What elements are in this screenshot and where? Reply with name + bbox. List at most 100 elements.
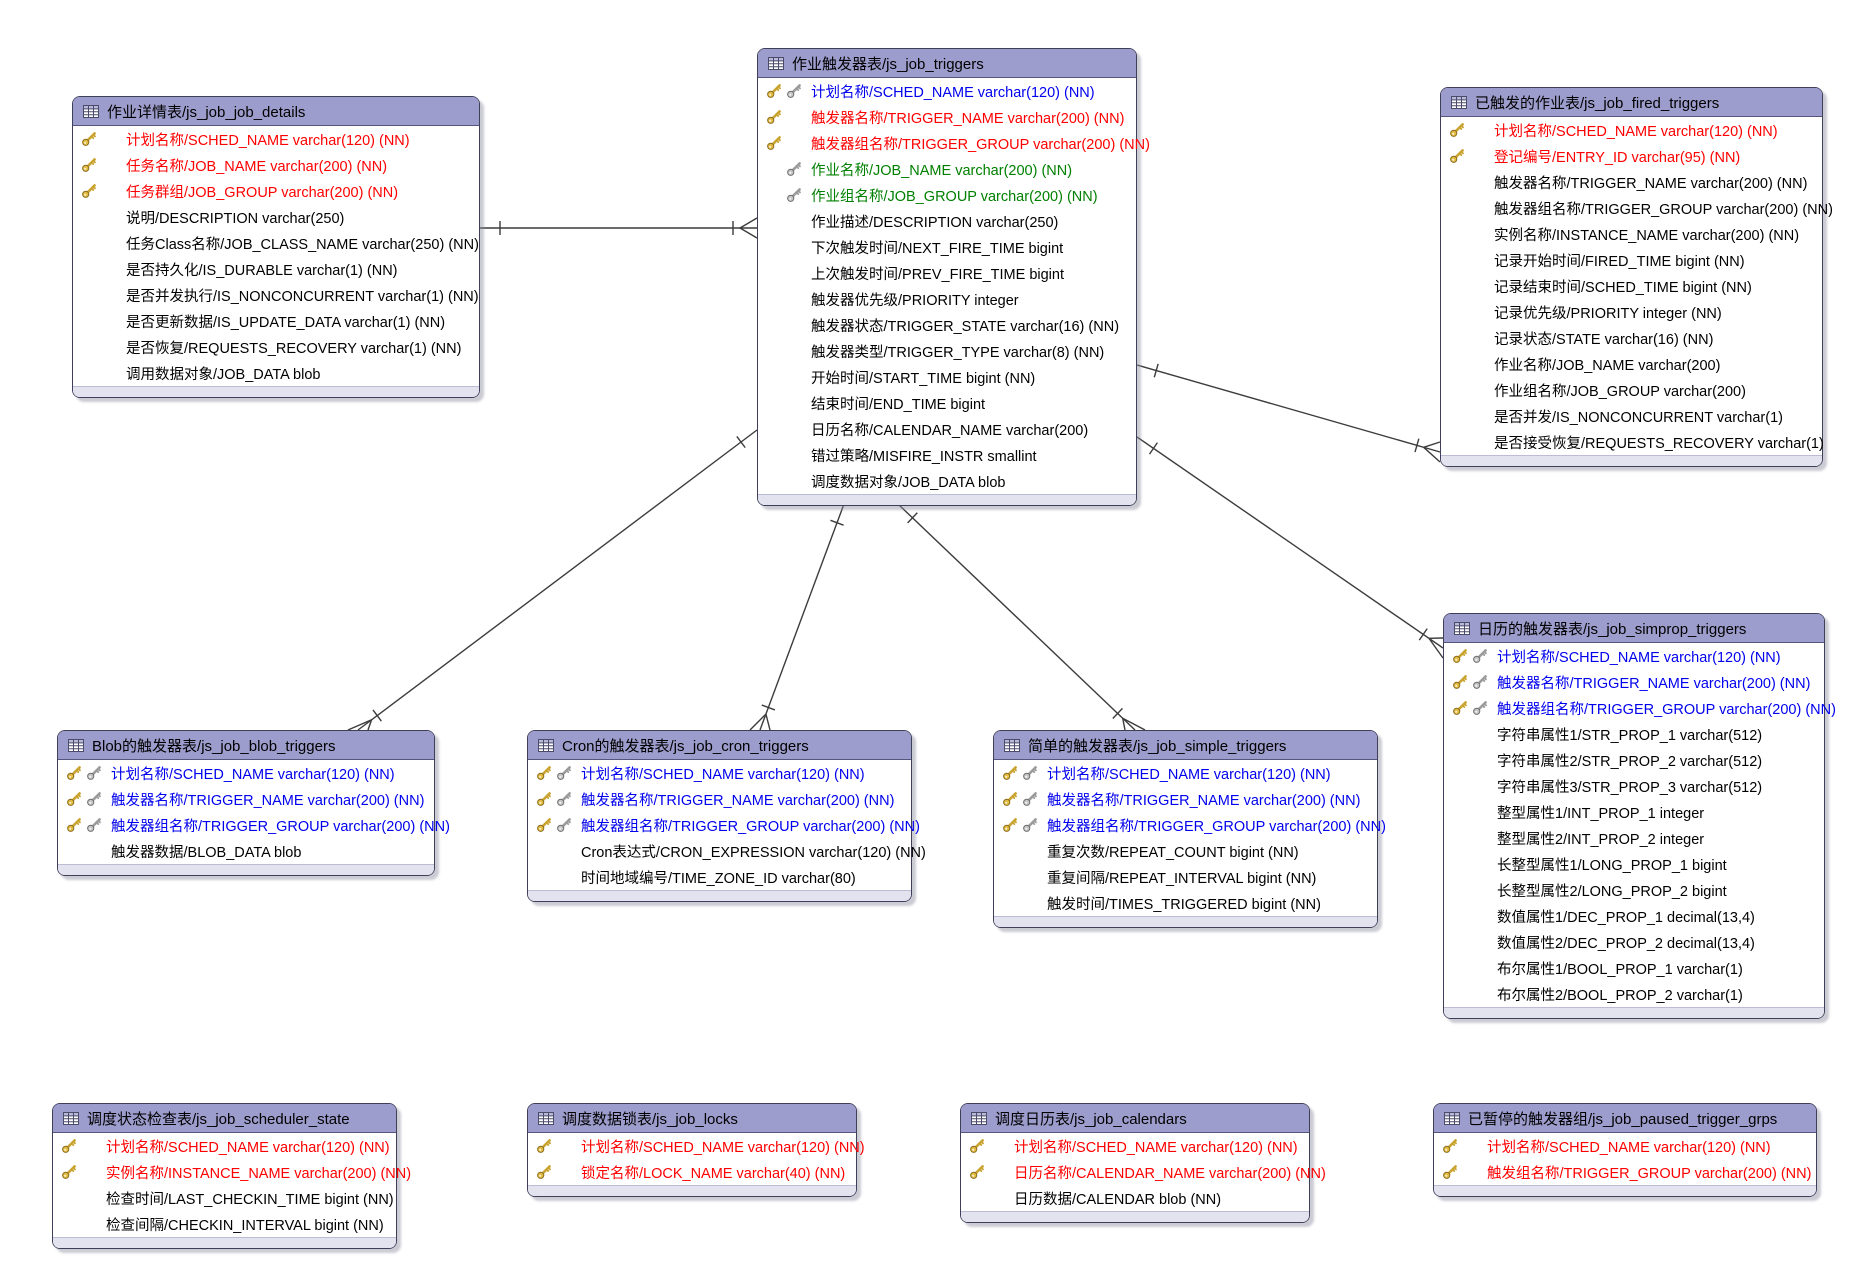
column-row[interactable]: 触发器名称/TRIGGER_NAME varchar(200) (NN) bbox=[1444, 669, 1824, 695]
column-row[interactable]: 触发器组名称/TRIGGER_GROUP varchar(200) (NN) bbox=[1441, 195, 1833, 221]
column-row[interactable]: 是否持久化/IS_DURABLE varchar(1) (NN) bbox=[73, 256, 479, 282]
column-row[interactable]: 上次触发时间/PREV_FIRE_TIME bigint bbox=[758, 260, 1136, 286]
column-row[interactable]: 作业名称/JOB_NAME varchar(200) bbox=[1441, 351, 1822, 377]
column-row[interactable]: 记录结束时间/SCHED_TIME bigint (NN) bbox=[1441, 273, 1822, 299]
column-row[interactable]: 任务名称/JOB_NAME varchar(200) (NN) bbox=[73, 152, 479, 178]
rel-triggers-fired[interactable] bbox=[1136, 363, 1441, 463]
column-row[interactable]: 作业名称/JOB_NAME varchar(200) (NN) bbox=[758, 156, 1136, 182]
table-header[interactable]: 简单的触发器表/js_job_simple_triggers bbox=[994, 731, 1377, 760]
column-row[interactable]: 实例名称/INSTANCE_NAME varchar(200) (NN) bbox=[53, 1159, 411, 1185]
rel-triggers-cron[interactable] bbox=[749, 503, 845, 731]
column-row[interactable]: 调用数据对象/JOB_DATA blob bbox=[73, 360, 479, 386]
column-row[interactable]: 触发组名称/TRIGGER_GROUP varchar(200) (NN) bbox=[1434, 1159, 1816, 1185]
column-row[interactable]: 作业描述/DESCRIPTION varchar(250) bbox=[758, 208, 1136, 234]
table-header[interactable]: 作业触发器表/js_job_triggers bbox=[758, 49, 1136, 78]
column-row[interactable]: 触发器名称/TRIGGER_NAME varchar(200) (NN) bbox=[58, 786, 434, 812]
column-row[interactable]: 触发器状态/TRIGGER_STATE varchar(16) (NN) bbox=[758, 312, 1136, 338]
table-header[interactable]: Cron的触发器表/js_job_cron_triggers bbox=[528, 731, 911, 760]
column-row[interactable]: 是否并发执行/IS_NONCONCURRENT varchar(1) (NN) bbox=[73, 282, 479, 308]
column-row[interactable]: 是否恢复/REQUESTS_RECOVERY varchar(1) (NN) bbox=[73, 334, 479, 360]
column-row[interactable]: 整型属性1/INT_PROP_1 integer bbox=[1444, 799, 1824, 825]
column-row[interactable]: Cron表达式/CRON_EXPRESSION varchar(120) (NN… bbox=[528, 838, 926, 864]
rel-triggers-simple[interactable] bbox=[897, 503, 1146, 731]
column-row[interactable]: 日历数据/CALENDAR blob (NN) bbox=[961, 1185, 1309, 1211]
column-row[interactable]: 触发器名称/TRIGGER_NAME varchar(200) (NN) bbox=[994, 786, 1377, 812]
column-row[interactable]: 说明/DESCRIPTION varchar(250) bbox=[73, 204, 479, 230]
column-row[interactable]: 计划名称/SCHED_NAME varchar(120) (NN) bbox=[73, 126, 479, 152]
column-row[interactable]: 触发器数据/BLOB_DATA blob bbox=[58, 838, 434, 864]
column-row[interactable]: 计划名称/SCHED_NAME varchar(120) (NN) bbox=[58, 760, 434, 786]
column-row[interactable]: 布尔属性2/BOOL_PROP_2 varchar(1) bbox=[1444, 981, 1824, 1007]
column-row[interactable]: 结束时间/END_TIME bigint bbox=[758, 390, 1136, 416]
column-row[interactable]: 触发器组名称/TRIGGER_GROUP varchar(200) (NN) bbox=[58, 812, 450, 838]
rel-triggers-simprop[interactable] bbox=[1136, 436, 1444, 659]
column-row[interactable]: 记录状态/STATE varchar(16) (NN) bbox=[1441, 325, 1822, 351]
column-row[interactable]: 作业组名称/JOB_GROUP varchar(200) bbox=[1441, 377, 1822, 403]
column-row[interactable]: 开始时间/START_TIME bigint (NN) bbox=[758, 364, 1136, 390]
column-row[interactable]: 检查间隔/CHECKIN_INTERVAL bigint (NN) bbox=[53, 1211, 396, 1237]
column-row[interactable]: 计划名称/SCHED_NAME varchar(120) (NN) bbox=[1441, 117, 1822, 143]
table-header[interactable]: 已暂停的触发器组/js_job_paused_trigger_grps bbox=[1434, 1104, 1816, 1133]
column-row[interactable]: 实例名称/INSTANCE_NAME varchar(200) (NN) bbox=[1441, 221, 1822, 247]
column-row[interactable]: 触发时间/TIMES_TRIGGERED bigint (NN) bbox=[994, 890, 1377, 916]
column-row[interactable]: 计划名称/SCHED_NAME varchar(120) (NN) bbox=[528, 760, 911, 786]
column-row[interactable]: 重复次数/REPEAT_COUNT bigint (NN) bbox=[994, 838, 1377, 864]
column-row[interactable]: 布尔属性1/BOOL_PROP_1 varchar(1) bbox=[1444, 955, 1824, 981]
column-row[interactable]: 触发器组名称/TRIGGER_GROUP varchar(200) (NN) bbox=[758, 130, 1150, 156]
rel-triggers-blob[interactable] bbox=[347, 429, 758, 731]
column-row[interactable]: 错过策略/MISFIRE_INSTR smallint bbox=[758, 442, 1136, 468]
table-header[interactable]: 调度日历表/js_job_calendars bbox=[961, 1104, 1309, 1133]
column-row[interactable]: 计划名称/SCHED_NAME varchar(120) (NN) bbox=[994, 760, 1377, 786]
column-row[interactable]: 登记编号/ENTRY_ID varchar(95) (NN) bbox=[1441, 143, 1822, 169]
column-row[interactable]: 触发器优先级/PRIORITY integer bbox=[758, 286, 1136, 312]
column-row[interactable]: 重复间隔/REPEAT_INTERVAL bigint (NN) bbox=[994, 864, 1377, 890]
column-row[interactable]: 任务Class名称/JOB_CLASS_NAME varchar(250) (N… bbox=[73, 230, 479, 256]
column-row[interactable]: 计划名称/SCHED_NAME varchar(120) (NN) bbox=[1434, 1133, 1816, 1159]
column-row[interactable]: 计划名称/SCHED_NAME varchar(120) (NN) bbox=[961, 1133, 1309, 1159]
column-row[interactable]: 触发器组名称/TRIGGER_GROUP varchar(200) (NN) bbox=[528, 812, 920, 838]
column-row[interactable]: 计划名称/SCHED_NAME varchar(120) (NN) bbox=[53, 1133, 396, 1159]
column-row[interactable]: 锁定名称/LOCK_NAME varchar(40) (NN) bbox=[528, 1159, 856, 1185]
column-row[interactable]: 任务群组/JOB_GROUP varchar(200) (NN) bbox=[73, 178, 479, 204]
column-row[interactable]: 作业组名称/JOB_GROUP varchar(200) (NN) bbox=[758, 182, 1136, 208]
column-row[interactable]: 下次触发时间/NEXT_FIRE_TIME bigint bbox=[758, 234, 1136, 260]
table-header[interactable]: Blob的触发器表/js_job_blob_triggers bbox=[58, 731, 434, 760]
column-row[interactable]: 时间地域编号/TIME_ZONE_ID varchar(80) bbox=[528, 864, 911, 890]
column-row[interactable]: 触发器组名称/TRIGGER_GROUP varchar(200) (NN) bbox=[1444, 695, 1836, 721]
table-header[interactable]: 日历的触发器表/js_job_simprop_triggers bbox=[1444, 614, 1824, 643]
rel-job-details-triggers[interactable] bbox=[480, 217, 758, 239]
column-row[interactable]: 整型属性2/INT_PROP_2 integer bbox=[1444, 825, 1824, 851]
column-row[interactable]: 触发器名称/TRIGGER_NAME varchar(200) (NN) bbox=[758, 104, 1136, 130]
column-row[interactable]: 记录开始时间/FIRED_TIME bigint (NN) bbox=[1441, 247, 1822, 273]
column-row[interactable]: 触发器组名称/TRIGGER_GROUP varchar(200) (NN) bbox=[994, 812, 1386, 838]
table-header[interactable]: 作业详情表/js_job_job_details bbox=[73, 97, 479, 126]
column-row[interactable]: 字符串属性2/STR_PROP_2 varchar(512) bbox=[1444, 747, 1824, 773]
table-header[interactable]: 调度状态检查表/js_job_scheduler_state bbox=[53, 1104, 396, 1133]
table-header[interactable]: 调度数据锁表/js_job_locks bbox=[528, 1104, 856, 1133]
column-row[interactable]: 是否更新数据/IS_UPDATE_DATA varchar(1) (NN) bbox=[73, 308, 479, 334]
column-row[interactable]: 长整型属性1/LONG_PROP_1 bigint bbox=[1444, 851, 1824, 877]
column-row[interactable]: 是否接受恢复/REQUESTS_RECOVERY varchar(1) bbox=[1441, 429, 1824, 455]
column-row[interactable]: 数值属性1/DEC_PROP_1 decimal(13,4) bbox=[1444, 903, 1824, 929]
column-row[interactable]: 触发器名称/TRIGGER_NAME varchar(200) (NN) bbox=[1441, 169, 1822, 195]
column-row[interactable]: 字符串属性1/STR_PROP_1 varchar(512) bbox=[1444, 721, 1824, 747]
column-row[interactable]: 日历名称/CALENDAR_NAME varchar(200) (NN) bbox=[961, 1159, 1326, 1185]
column-row[interactable]: 字符串属性3/STR_PROP_3 varchar(512) bbox=[1444, 773, 1824, 799]
column-row[interactable]: 是否并发/IS_NONCONCURRENT varchar(1) bbox=[1441, 403, 1822, 429]
column-row[interactable]: 检查时间/LAST_CHECKIN_TIME bigint (NN) bbox=[53, 1185, 396, 1211]
column-row[interactable]: 长整型属性2/LONG_PROP_2 bigint bbox=[1444, 877, 1824, 903]
column-row[interactable]: 计划名称/SCHED_NAME varchar(120) (NN) bbox=[758, 78, 1136, 104]
column-row[interactable]: 数值属性2/DEC_PROP_2 decimal(13,4) bbox=[1444, 929, 1824, 955]
table-header[interactable]: 已触发的作业表/js_job_fired_triggers bbox=[1441, 88, 1822, 117]
column-row[interactable]: 日历名称/CALENDAR_NAME varchar(200) bbox=[758, 416, 1136, 442]
